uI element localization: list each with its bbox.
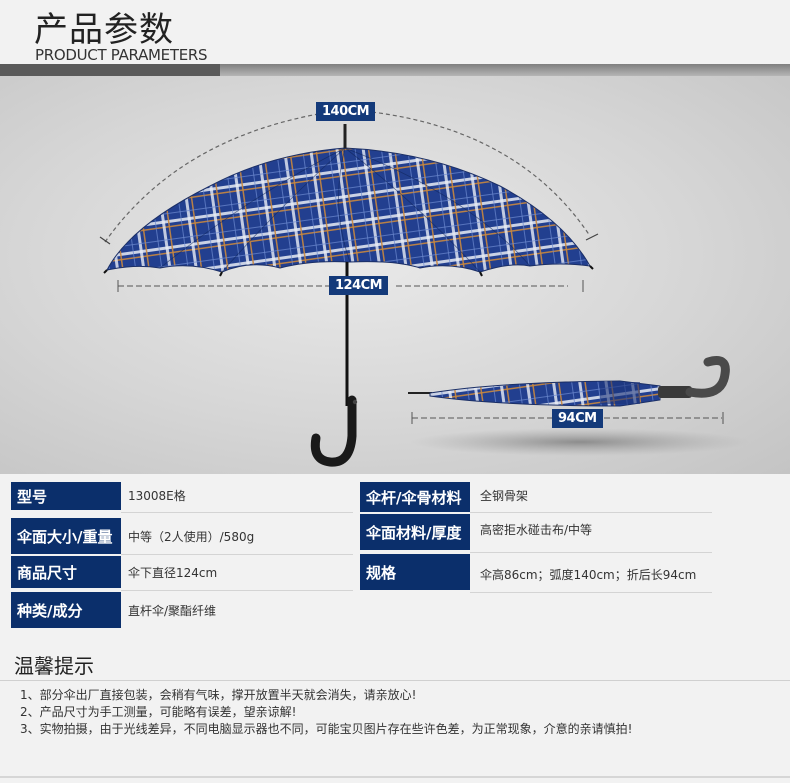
- fabric-label: 伞面材料/厚度: [360, 514, 470, 550]
- folded-dimension-label: 94CM: [552, 409, 603, 428]
- type-label: 种类/成分: [11, 592, 121, 628]
- type-value: 直杆伞/聚酯纤维: [128, 604, 217, 618]
- page-title: 产品参数: [34, 10, 174, 50]
- umbrella-illustration: [99, 111, 750, 467]
- page-header: 产品参数 PRODUCT PARAMETERS: [0, 0, 790, 66]
- product-photo: 140CM 124CM 94CM: [0, 76, 790, 474]
- row-divider: [121, 554, 353, 555]
- row-divider: [470, 592, 712, 593]
- tips-list: 1、部分伞出厂直接包装，会稍有气味，撑开放置半天就会消失，请亲放心! 2、产品尺…: [20, 687, 632, 738]
- product-size-label: 商品尺寸: [11, 556, 121, 588]
- tip-item: 1、部分伞出厂直接包装，会稍有气味，撑开放置半天就会消失，请亲放心!: [20, 688, 417, 702]
- arc-dimension-label: 140CM: [316, 102, 376, 121]
- header-bar-dark: [0, 64, 220, 76]
- spec-table: 型号 13008E格 伞面大小/重量 中等（2人使用）/580g 商品尺寸 伞下…: [0, 474, 790, 634]
- product-size-value: 伞下直径124cm: [128, 566, 218, 580]
- diameter-dimension-label: 124CM: [329, 276, 389, 295]
- row-divider: [121, 590, 353, 591]
- model-label: 型号: [11, 482, 121, 510]
- page-subtitle: PRODUCT PARAMETERS: [35, 46, 208, 64]
- fabric-value: 高密拒水碰击布/中等: [480, 523, 593, 537]
- size-weight-value: 中等（2人使用）/580g: [128, 530, 255, 544]
- size-weight-label: 伞面大小/重量: [11, 518, 121, 554]
- model-value: 13008E格: [128, 489, 186, 503]
- bottom-divider: [0, 776, 790, 778]
- row-divider: [470, 512, 712, 513]
- shaft-material-label: 伞杆/伞骨材料: [360, 482, 470, 512]
- tip-item: 3、实物拍摄，由于光线差异，不同电脑显示器也不同，可能宝贝图片存在些许色差，为正…: [20, 722, 633, 736]
- spec-label: 规格: [360, 554, 470, 590]
- spec-value: 伞高86cm；弧度140cm；折后长94cm: [480, 568, 697, 582]
- shaft-material-value: 全钢骨架: [480, 489, 529, 503]
- row-divider: [470, 552, 712, 553]
- tips-title: 温馨提示: [14, 654, 94, 678]
- tips-divider: [0, 680, 790, 681]
- header-bar: [0, 64, 790, 76]
- row-divider: [121, 512, 353, 513]
- tip-item: 2、产品尺寸为手工测量，可能略有误差，望亲谅解!: [20, 705, 297, 719]
